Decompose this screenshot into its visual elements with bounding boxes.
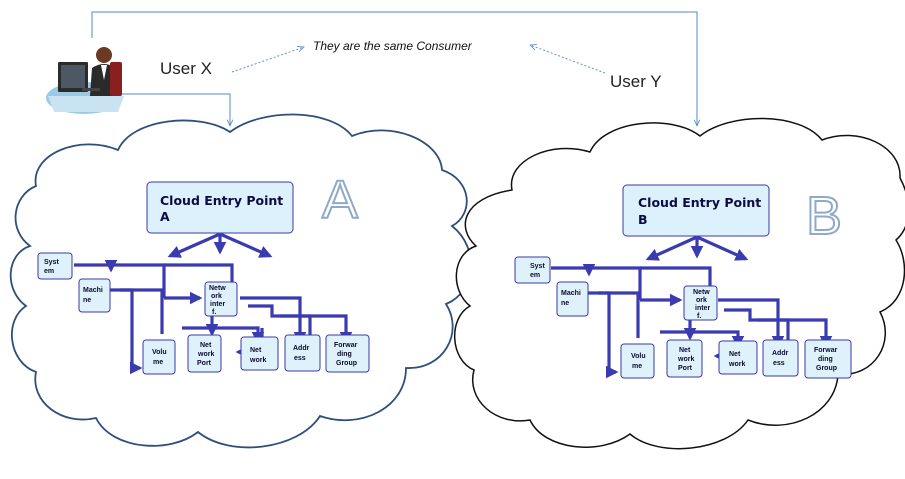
entry-a-letter: A <box>160 209 170 224</box>
svg-text:Forwar: Forwar <box>814 347 838 354</box>
node-b-address: Addr ess <box>762 339 799 377</box>
svg-text:Net: Net <box>200 342 212 349</box>
svg-text:work: work <box>249 357 266 364</box>
svg-text:work: work <box>197 351 214 358</box>
node-b-system: Syst em <box>514 256 551 284</box>
node-b-machine: Machi ne <box>556 281 589 317</box>
node-a-address: Addr ess <box>284 334 321 372</box>
svg-text:Net: Net <box>250 347 262 354</box>
svg-text:Syst: Syst <box>44 259 59 266</box>
svg-text:ess: ess <box>773 360 785 367</box>
svg-text:ding: ding <box>337 351 352 358</box>
svg-text:f.: f. <box>212 309 216 316</box>
consumer-arrow-left <box>231 47 304 73</box>
entry-a-title: Cloud Entry Point <box>160 193 283 208</box>
svg-text:ne: ne <box>83 297 91 304</box>
top-connector <box>91 11 697 126</box>
svg-text:Group: Group <box>336 360 357 367</box>
svg-text:em: em <box>530 272 540 279</box>
svg-text:me: me <box>632 363 642 370</box>
cloud-a-letter: A <box>322 170 358 230</box>
node-a-machine: Machi ne <box>78 278 111 313</box>
svg-text:ork: ork <box>211 293 222 300</box>
consumer-arrow-right <box>530 45 606 74</box>
node-a-network: Net work <box>240 336 279 371</box>
svg-text:Addr: Addr <box>772 350 789 357</box>
svg-text:Group: Group <box>816 365 837 372</box>
svg-text:ork: ork <box>696 297 707 304</box>
svg-text:Machi: Machi <box>561 290 581 297</box>
flow-network-b <box>551 235 833 379</box>
node-a-system: Syst em <box>37 252 73 280</box>
cloud-entry-point-a: Cloud Entry Point A <box>146 181 294 234</box>
user-x-connector <box>120 93 230 126</box>
svg-text:inter: inter <box>695 305 710 312</box>
svg-text:Addr: Addr <box>293 345 310 352</box>
svg-text:f.: f. <box>697 313 701 320</box>
svg-text:Port: Port <box>197 360 212 367</box>
svg-text:Forwar: Forwar <box>334 342 358 349</box>
entry-b-letter: B <box>638 212 648 227</box>
node-b-network: Net work <box>718 340 758 375</box>
svg-text:work: work <box>677 356 694 363</box>
svg-text:Net: Net <box>679 347 691 354</box>
svg-text:ne: ne <box>561 300 569 307</box>
same-consumer-caption: They are the same Consumer <box>313 39 473 53</box>
entry-b-title: Cloud Entry Point <box>638 195 761 210</box>
svg-text:Net: Net <box>729 351 741 358</box>
svg-text:inter: inter <box>210 301 225 308</box>
cloud-b-letter: B <box>806 186 842 246</box>
svg-text:Netw: Netw <box>209 285 226 292</box>
svg-text:Volu: Volu <box>631 353 646 360</box>
svg-text:ess: ess <box>294 355 306 362</box>
svg-text:Volu: Volu <box>152 349 167 356</box>
svg-text:work: work <box>728 361 745 368</box>
user-at-computer-icon <box>46 47 124 114</box>
cloud-entry-point-b: Cloud Entry Point B <box>622 184 770 237</box>
user-y-label: User Y <box>610 72 662 91</box>
svg-text:Netw: Netw <box>693 289 710 296</box>
user-x-label: User X <box>160 59 212 78</box>
svg-text:Machi: Machi <box>83 287 103 294</box>
flow-network-a <box>74 232 353 375</box>
node-b-volume: Volu me <box>620 343 655 379</box>
cloud-b-outline <box>454 117 905 450</box>
svg-text:me: me <box>153 359 163 366</box>
node-a-volume: Volu me <box>142 339 176 375</box>
svg-text:Syst: Syst <box>530 263 545 270</box>
svg-text:Port: Port <box>678 365 693 372</box>
svg-text:em: em <box>44 268 54 275</box>
svg-text:ding: ding <box>818 356 833 363</box>
